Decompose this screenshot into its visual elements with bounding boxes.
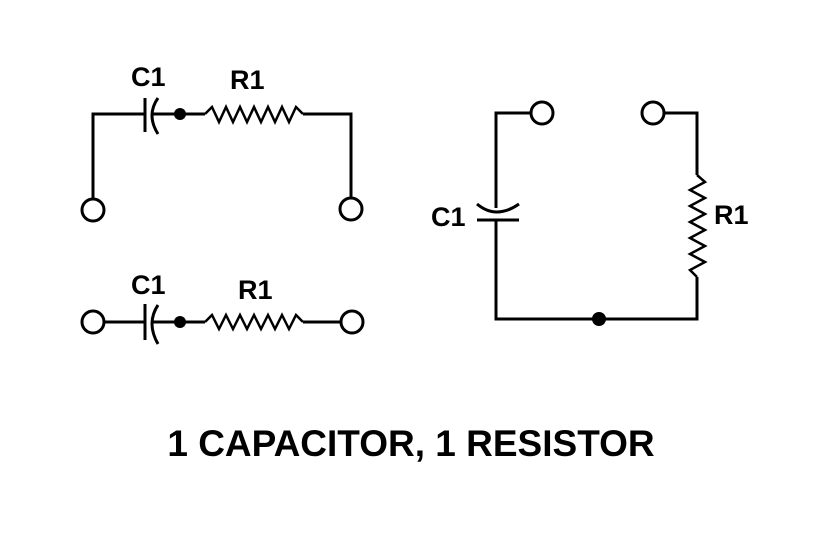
terminal xyxy=(338,196,364,222)
capacitor-symbol xyxy=(143,304,160,345)
terminal xyxy=(640,100,666,126)
diagram-title: 1 CAPACITOR, 1 RESISTOR xyxy=(167,423,654,464)
resistor-label: R1 xyxy=(714,200,749,230)
resistor-symbol xyxy=(687,174,708,278)
resistor-symbol xyxy=(204,312,304,332)
capacitor-curved-plate xyxy=(150,97,160,135)
terminal xyxy=(80,197,106,223)
resistor-symbol xyxy=(204,104,304,125)
terminal xyxy=(529,100,555,126)
wire xyxy=(664,111,699,175)
wire xyxy=(91,112,145,198)
terminal xyxy=(339,309,365,335)
capacitor-label: C1 xyxy=(431,202,466,232)
wire xyxy=(494,220,699,321)
wire xyxy=(303,112,353,198)
terminal xyxy=(80,309,106,335)
junction-node xyxy=(592,312,606,326)
capacitor-curved-plate xyxy=(150,304,160,345)
circuit-bottom-left: C1 R1 xyxy=(80,270,365,345)
capacitor-label: C1 xyxy=(131,270,166,300)
resistor-label: R1 xyxy=(238,275,273,305)
circuit-top-left: C1 R1 xyxy=(80,62,364,223)
capacitor-symbol xyxy=(143,97,160,135)
resistor-label: R1 xyxy=(230,65,265,95)
capacitor-label: C1 xyxy=(131,62,166,92)
wire xyxy=(494,111,531,208)
capacitor-symbol xyxy=(476,202,520,222)
circuit-right: C1 R1 xyxy=(431,100,749,326)
junction-node xyxy=(174,316,186,328)
capacitor-curved-plate xyxy=(476,202,520,214)
junction-node xyxy=(174,108,186,120)
